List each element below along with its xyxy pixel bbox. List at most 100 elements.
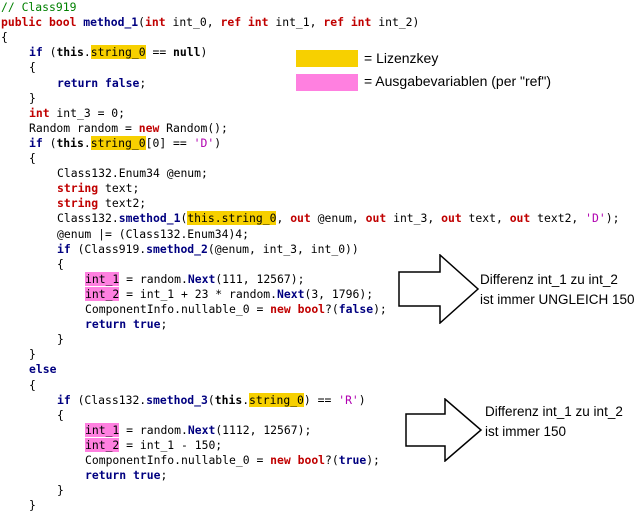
code-line: int_1 = random.Next(1112, 12567); <box>85 422 312 438</box>
code-token: this <box>214 392 243 407</box>
code-token <box>344 15 351 29</box>
code-line: int_2 = int_1 + 23 * random.Next(3, 1796… <box>85 286 373 302</box>
code-token: null <box>173 45 201 60</box>
code-token: } <box>29 90 36 105</box>
code-token: int_1, <box>268 15 324 30</box>
arrow-right-icon <box>405 398 483 462</box>
code-line: return false; <box>57 76 146 91</box>
code-token: ) <box>214 135 222 150</box>
code-token: new <box>270 453 291 467</box>
code-token: 'D' <box>193 135 215 150</box>
code-token: int_0, <box>165 15 221 30</box>
code-token: int_2 <box>85 286 120 301</box>
code-token: bool <box>297 453 326 467</box>
code-token: ); <box>605 211 620 226</box>
code-token: if <box>29 45 43 60</box>
arrow-right-icon <box>398 254 480 324</box>
code-token: ref <box>220 15 242 30</box>
code-token: this <box>56 45 84 60</box>
code-token: this.string_0 <box>187 211 277 226</box>
code-line: // Class919 <box>1 0 76 15</box>
code-token: (@enum, int_3, int_0)) <box>207 241 359 256</box>
code-line: if (Class132.smethod_3(this.string_0) ==… <box>57 392 366 408</box>
code-token: Random random = <box>29 120 139 135</box>
code-token: int_3, <box>386 211 442 226</box>
code-token: (1112, 12567); <box>215 422 312 437</box>
code-token: out <box>365 211 387 226</box>
code-token: if <box>57 241 71 256</box>
code-token: return <box>57 75 99 90</box>
code-token: out <box>290 211 311 226</box>
code-token: ComponentInfo.nullable_0 = <box>85 453 271 467</box>
code-token: ) <box>200 45 208 60</box>
code-token: true <box>133 468 161 483</box>
code-token: ; <box>160 468 168 483</box>
code-token: new <box>270 302 291 316</box>
code-line: public bool method_1(int int_0, ref int … <box>1 15 419 30</box>
code-token: ( <box>180 211 188 226</box>
code-token: out <box>441 211 462 226</box>
code-token: . <box>242 392 250 407</box>
code-token: string <box>57 181 99 196</box>
code-token: = random. <box>119 422 188 437</box>
code-token: = random. <box>119 271 188 286</box>
code-token: text2, <box>530 211 586 226</box>
code-token: ?( <box>325 453 339 467</box>
code-line: { <box>57 408 64 423</box>
code-line: Class132.smethod_1(this.string_0, out @e… <box>57 211 619 226</box>
code-token: int_1 <box>85 422 120 437</box>
code-token: if <box>29 135 43 150</box>
code-token: if <box>57 392 71 407</box>
code-line: else <box>29 362 56 377</box>
code-token: this <box>56 135 84 150</box>
code-token: method_1 <box>83 15 139 30</box>
code-token <box>291 453 298 467</box>
code-token: Random(); <box>159 120 228 135</box>
code-line: { <box>29 151 36 166</box>
code-line: int_2 = int_1 - 150; <box>85 437 223 453</box>
code-line: ComponentInfo.nullable_0 = new bool?(tru… <box>85 453 380 468</box>
code-line: if (this.string_0[0] == 'D') <box>29 135 222 151</box>
code-token: Class132. <box>57 211 119 226</box>
code-token: ); <box>366 453 380 467</box>
code-token: else <box>29 362 57 377</box>
code-token <box>241 15 248 29</box>
code-token: ( <box>138 15 146 30</box>
code-line: Class132.Enum34 @enum; <box>57 166 208 181</box>
code-token: } <box>29 347 36 362</box>
code-token: { <box>29 151 36 165</box>
code-token: ( <box>42 135 57 150</box>
code-token: string_0 <box>90 135 146 150</box>
code-token: . <box>83 135 91 150</box>
code-token: ) <box>358 392 366 407</box>
code-token: Class132.Enum34 @enum; <box>57 166 208 181</box>
code-token: Next <box>187 271 216 286</box>
code-token: ComponentInfo.nullable_0 = <box>85 302 271 316</box>
code-token: return <box>85 468 127 483</box>
code-token: int_1 <box>85 271 120 286</box>
annotation-unequal-150: Differenz int_1 zu int_2 ist immer UNGLE… <box>480 272 635 307</box>
code-line: string text2; <box>57 196 146 211</box>
code-token: == <box>145 45 174 60</box>
legend-label-output-vars: = Ausgabevariablen (per "ref") <box>364 73 551 89</box>
code-token: smethod_2 <box>146 241 208 256</box>
legend-label-license-key: = Lizenzkey <box>364 50 439 66</box>
code-token: int <box>145 15 166 30</box>
code-token: Next <box>187 422 216 437</box>
code-line: ComponentInfo.nullable_0 = new bool?(fal… <box>85 302 387 317</box>
code-token: text; <box>98 181 140 196</box>
legend-swatch-license-key <box>296 50 358 67</box>
code-token: = int_1 - 150; <box>119 437 223 452</box>
code-token: int <box>247 15 269 30</box>
annotation-equal-150: Differenz int_1 zu int_2 ist immer 150 <box>485 404 623 439</box>
code-token: (Class132. <box>70 392 147 407</box>
code-line: int_1 = random.Next(111, 12567); <box>85 271 304 287</box>
code-token: = int_1 + 23 * random. <box>119 286 278 301</box>
code-line: string text; <box>57 181 139 196</box>
code-line: } <box>29 91 36 106</box>
code-line: { <box>29 60 36 75</box>
code-token: } <box>57 332 64 347</box>
code-token: false <box>105 75 140 90</box>
code-token: { <box>57 256 64 271</box>
code-line: } <box>57 483 64 498</box>
